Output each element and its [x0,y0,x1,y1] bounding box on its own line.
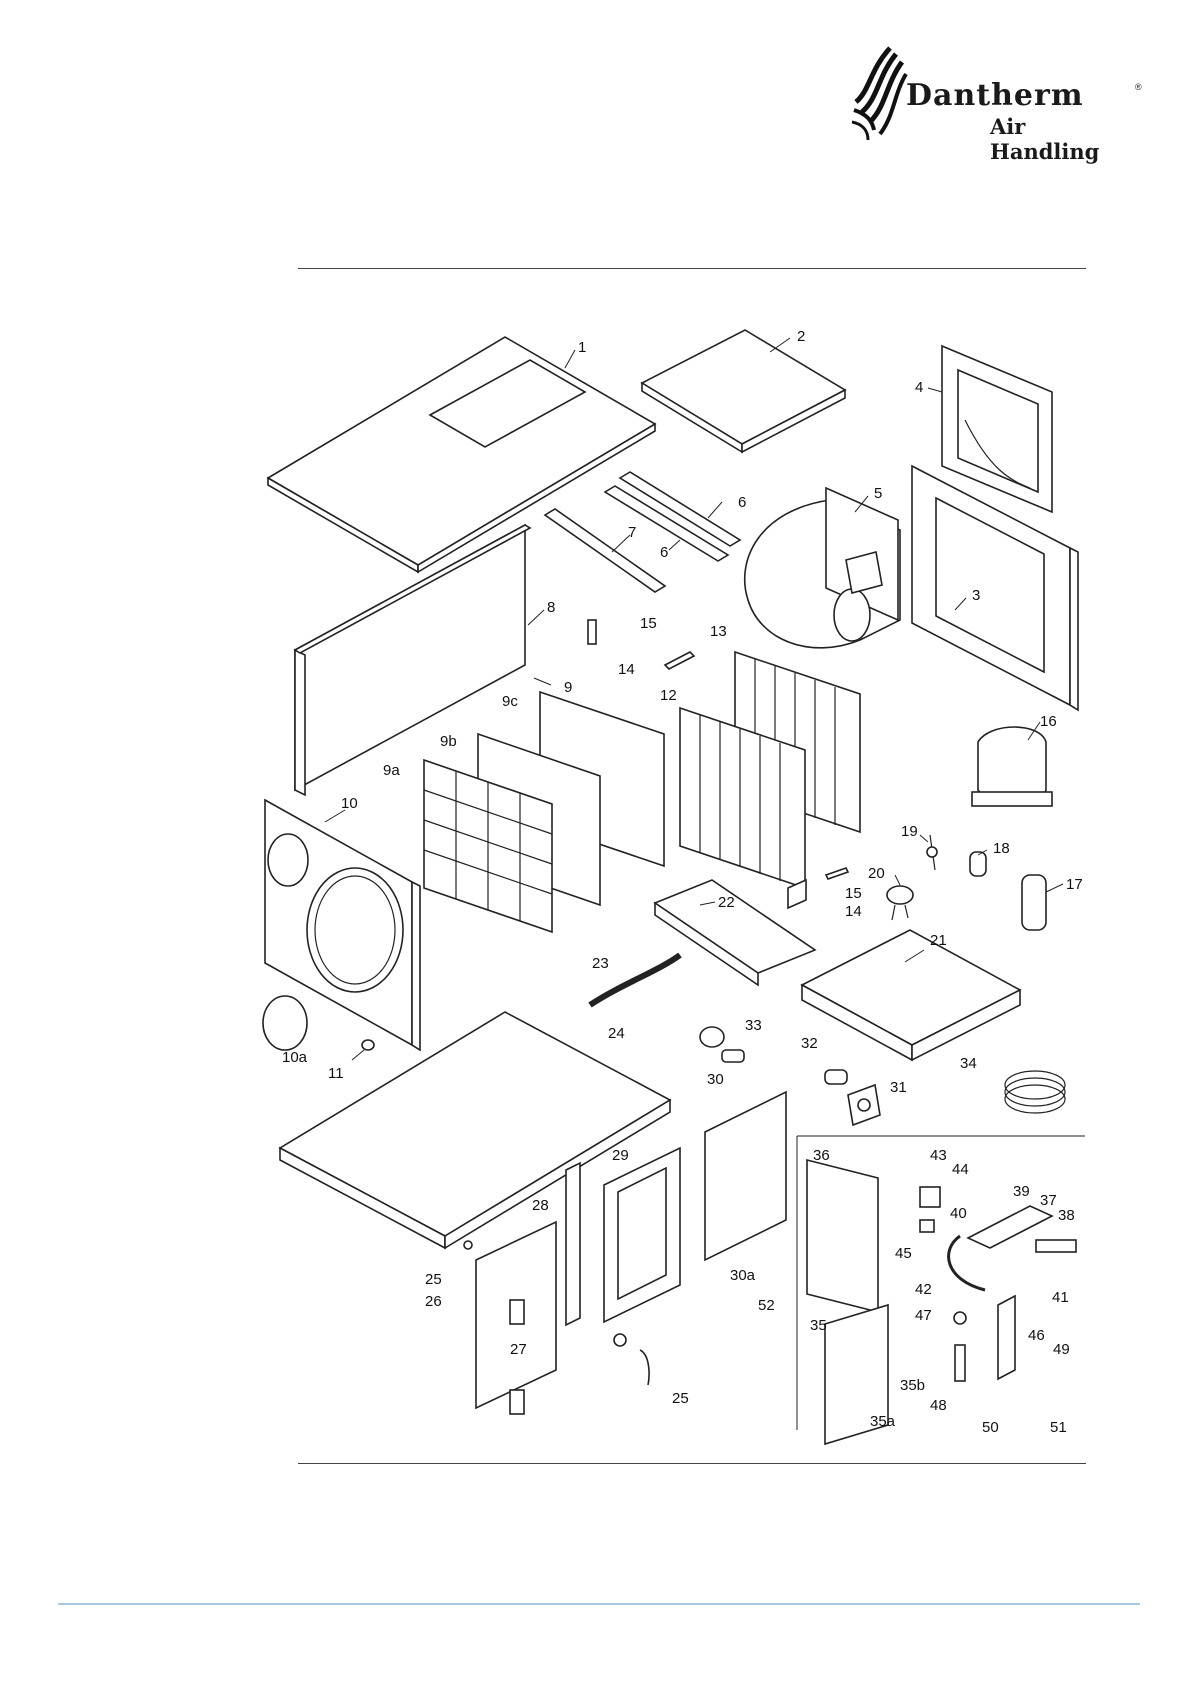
label-part-29: 29 [612,1147,629,1164]
part-coil-pipe [1005,1071,1065,1113]
label-part-40: 40 [950,1205,967,1222]
part-pcb [998,1296,1015,1379]
part-control-box [807,1160,878,1312]
label-part-48: 48 [930,1397,947,1414]
label-part-3: 3 [972,587,980,604]
label-part-51: 51 [1050,1419,1067,1436]
label-part-25a: 25 [425,1271,442,1288]
label-part-49: 49 [1053,1341,1070,1358]
label-part-46: 46 [1028,1327,1045,1344]
label-part-9: 9 [564,679,572,696]
part-relay [920,1187,940,1232]
label-part-16: 16 [1040,713,1057,730]
label-part-42: 42 [915,1281,932,1298]
label-part-19: 19 [901,823,918,840]
part-compressor [972,727,1052,806]
label-part-7: 7 [628,524,636,541]
part-fan-panel [942,346,1052,512]
label-part-25b: 25 [672,1390,689,1407]
label-part-20: 20 [868,865,885,882]
label-part-5: 5 [874,485,882,502]
label-part-17: 17 [1066,876,1083,893]
part-door-handle [614,1334,649,1385]
label-part-37: 37 [1040,1192,1057,1209]
label-part-30a: 30a [730,1267,756,1284]
label-part-35a: 35a [870,1413,896,1430]
label-part-32: 32 [801,1035,818,1052]
part-filter-drier [970,852,986,876]
label-part-22: 22 [718,894,735,911]
label-part-43: 43 [930,1147,947,1164]
part-grommet [362,1040,374,1050]
label-part-50: 50 [982,1419,999,1436]
part-electrical-box [802,930,1020,1060]
part-top-panel [268,337,655,572]
label-part-24: 24 [608,1025,625,1042]
part-inner-frame [604,1148,680,1322]
label-part-33: 33 [745,1017,762,1034]
label-part-39: 39 [1013,1183,1030,1200]
label-part-36: 36 [813,1147,830,1164]
label-part-26: 26 [425,1293,442,1310]
label-part-23: 23 [592,955,609,972]
label-part-11: 11 [328,1065,344,1082]
part-pressure-switch [848,1085,880,1125]
label-part-34: 34 [960,1055,977,1072]
label-part-1: 1 [578,339,586,356]
part-side-strip [566,1163,580,1325]
part-thermostat-bulb [825,1070,847,1084]
label-part-2: 2 [797,328,805,345]
label-part-41: 41 [1052,1289,1069,1306]
part-receiver [1022,875,1046,930]
part-filter-lid [642,330,845,452]
label-part-13: 13 [710,623,727,640]
label-part-15a: 15 [640,615,657,632]
part-hinge-pin [464,1241,472,1249]
part-centrifugal-fan [745,488,900,648]
label-part-38: 38 [1058,1207,1075,1224]
label-part-45: 45 [895,1245,912,1262]
label-part-6a: 6 [738,494,746,511]
label-part-21: 21 [930,932,947,949]
label-part-18: 18 [993,840,1010,857]
label-part-10a: 10a [282,1049,308,1066]
part-round-cover [263,996,307,1050]
label-part-35b: 35b [900,1377,925,1394]
part-expansion-valve [887,886,913,920]
label-part-8: 8 [547,599,555,616]
label-part-52: 52 [758,1297,775,1314]
part-rails [545,472,740,592]
label-part-14a: 14 [618,661,635,678]
label-part-12: 12 [660,687,677,704]
label-part-9a: 9a [383,762,400,779]
part-rear-panel [705,1092,786,1260]
part-frame [912,466,1078,710]
label-part-9b: 9b [440,733,457,750]
label-part-31: 31 [890,1079,907,1096]
part-terminal [954,1312,966,1381]
label-part-14b: 14 [845,903,862,920]
label-part-15b: 15 [845,885,862,902]
part-capacitor [700,1027,744,1062]
label-part-4: 4 [915,379,923,396]
part-access-door [476,1222,556,1414]
label-part-9c: 9c [502,693,518,710]
label-part-10: 10 [341,795,358,812]
label-part-44: 44 [952,1161,969,1178]
label-part-27: 27 [510,1341,527,1358]
label-part-30: 30 [707,1071,724,1088]
label-part-6b: 6 [660,544,668,561]
label-part-35: 35 [810,1317,827,1334]
label-part-47: 47 [915,1307,932,1324]
label-part-28: 28 [532,1197,549,1214]
part-sight-glass [927,835,937,870]
